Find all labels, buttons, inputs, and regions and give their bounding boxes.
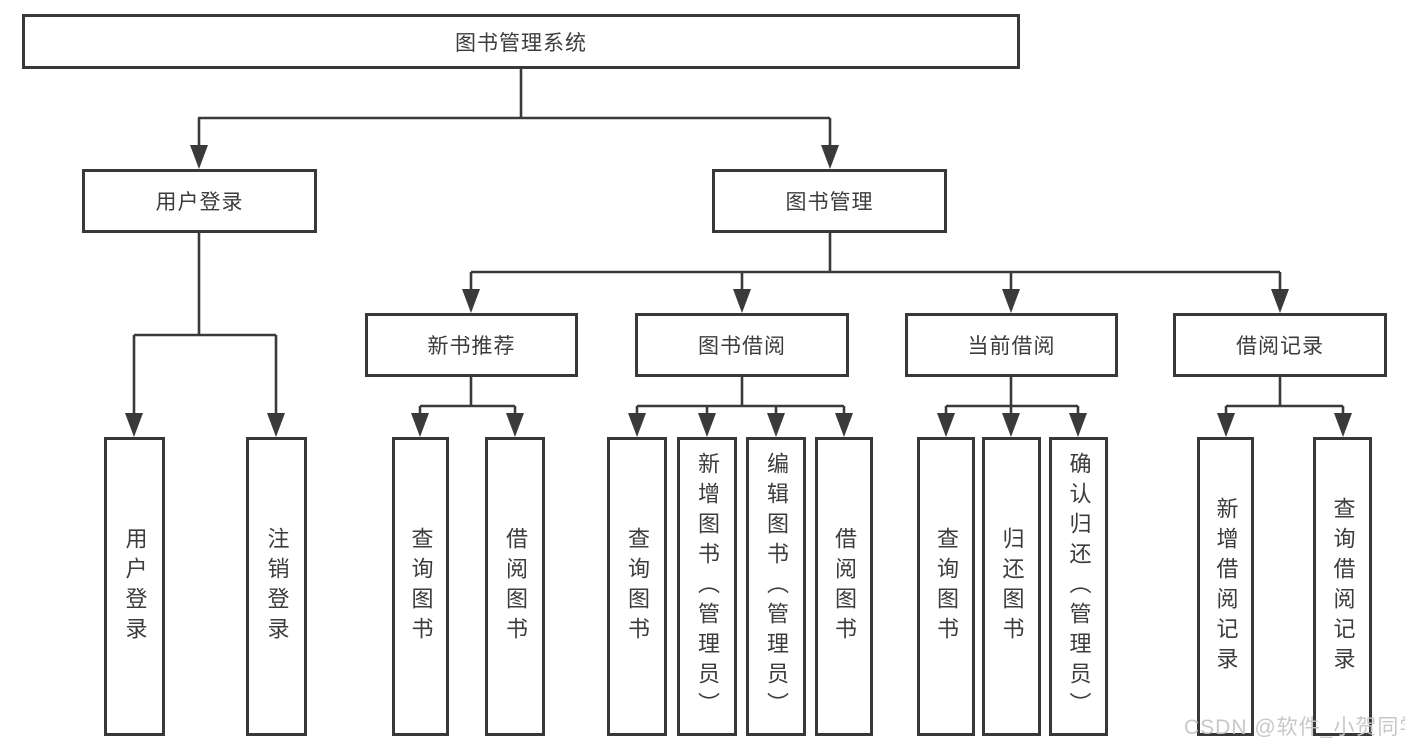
node-new-book-recommend-label: 新书推荐 xyxy=(427,335,516,358)
node-user-login-label: 用户登录 xyxy=(155,191,244,214)
arrowhead-down-icon xyxy=(937,413,955,437)
arrowhead-down-icon xyxy=(125,413,143,437)
connector-book-mgmt-to-level3 xyxy=(469,233,1282,292)
node-new-book-recommend: 新书推荐 xyxy=(365,313,578,377)
arrowhead-down-icon xyxy=(1002,289,1020,313)
leaf-query-borrow-record: 查询借阅记录 xyxy=(1313,437,1372,736)
arrowhead-down-icon xyxy=(411,413,429,437)
node-borrow-records-label: 借阅记录 xyxy=(1236,335,1324,358)
arrowhead-down-icon xyxy=(1002,413,1020,437)
node-root-system: 图书管理系统 xyxy=(22,14,1020,69)
connector-borrow-record-children xyxy=(1224,377,1345,416)
arrowhead-down-icon xyxy=(267,413,285,437)
node-current-borrow: 当前借阅 xyxy=(905,313,1118,377)
arrowhead-down-icon xyxy=(767,413,785,437)
arrowhead-down-icon xyxy=(1069,413,1087,437)
leaf-add-borrow-record: 新增借阅记录 xyxy=(1197,437,1254,736)
arrowhead-down-icon xyxy=(733,289,751,313)
leaf-query-books-2: 查询图书 xyxy=(607,437,667,736)
arrowhead-down-icon xyxy=(1217,413,1235,437)
node-current-borrow-label: 当前借阅 xyxy=(967,335,1056,358)
arrowhead-down-icon xyxy=(698,413,716,437)
node-book-borrow-label: 图书借阅 xyxy=(698,335,786,358)
arrowhead-down-icon xyxy=(835,413,853,437)
arrowhead-down-icon xyxy=(190,145,208,169)
watermark: CSDN @软件_小贺同学 xyxy=(1184,716,1405,739)
leaf-query-books-3: 查询图书 xyxy=(917,437,975,736)
node-root-system-label: 图书管理系统 xyxy=(455,31,587,55)
connector-root-to-level2 xyxy=(197,69,832,148)
node-book-management-label: 图书管理 xyxy=(785,191,874,214)
connector-new-book-children xyxy=(418,377,517,416)
node-book-management: 图书管理 xyxy=(712,169,947,233)
node-borrow-records: 借阅记录 xyxy=(1173,313,1387,377)
leaf-borrow-books-2: 借阅图书 xyxy=(815,437,873,736)
leaf-add-book-admin: 新增图书（管理员） xyxy=(677,437,737,736)
leaf-query-books-1: 查询图书 xyxy=(392,437,449,736)
node-user-login: 用户登录 xyxy=(82,169,317,233)
node-book-borrow: 图书借阅 xyxy=(635,313,849,377)
connector-current-borrow-children xyxy=(944,377,1080,416)
leaf-user-login: 用户登录 xyxy=(104,437,165,736)
arrowhead-down-icon xyxy=(462,289,480,313)
leaf-logout: 注销登录 xyxy=(246,437,307,736)
arrowhead-down-icon xyxy=(506,413,524,437)
arrowheads-group xyxy=(125,145,1352,437)
leaf-borrow-books-1: 借阅图书 xyxy=(485,437,545,736)
leaf-confirm-return-admin: 确认归还（管理员） xyxy=(1049,437,1108,736)
connector-user-login-children xyxy=(132,233,278,416)
arrowhead-down-icon xyxy=(1271,289,1289,313)
arrowhead-down-icon xyxy=(821,145,839,169)
arrowhead-down-icon xyxy=(628,413,646,437)
connector-book-borrow-children xyxy=(635,377,846,416)
leaf-edit-book-admin: 编辑图书（管理员） xyxy=(746,437,806,736)
leaf-return-book: 归还图书 xyxy=(982,437,1041,736)
arrowhead-down-icon xyxy=(1334,413,1352,437)
